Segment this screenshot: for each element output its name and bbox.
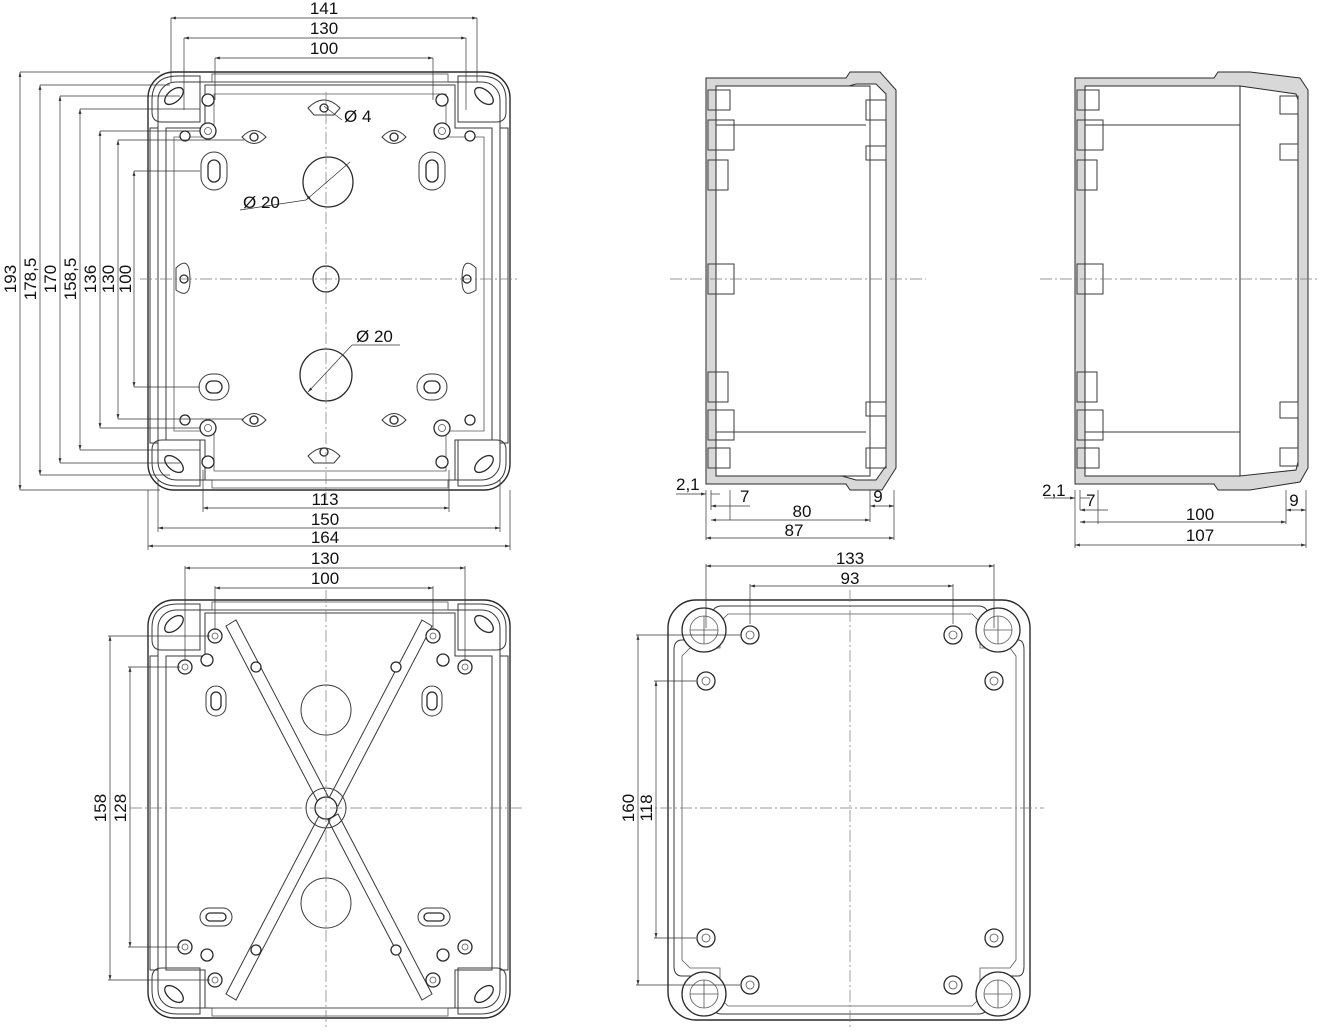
side-b-dim-2: 100 xyxy=(1186,505,1214,524)
front-view: 141 130 100 193 178,5 170 158,5 136 130 xyxy=(1,0,518,550)
side-a-dim-3: 9 xyxy=(873,487,882,506)
lid-outer-outline xyxy=(667,599,1031,1021)
front-width-dims: 141 130 100 xyxy=(170,0,478,110)
side-view-b: 2,1 7 100 9 107 xyxy=(1040,71,1318,548)
front-entry-bottom-label: Ø 20 xyxy=(356,327,393,346)
back-height-dim-0: 158 xyxy=(91,794,110,822)
back-height-dims: 158 128 xyxy=(91,635,210,981)
front-height-dim-4: 136 xyxy=(81,265,100,293)
front-bottom-dim-0: 113 xyxy=(311,490,338,509)
side-b-dim-3: 9 xyxy=(1289,491,1298,510)
back-floor-outline xyxy=(165,612,493,1009)
lid-height-dims: 160 118 xyxy=(619,634,740,986)
back-x-ribs xyxy=(225,619,433,1001)
lid-mount-holes xyxy=(696,625,1004,995)
side-a-dim-1: 7 xyxy=(740,487,749,506)
lid-width-dims: 133 93 xyxy=(705,549,995,628)
lid-view: 133 93 160 118 xyxy=(619,549,1044,1030)
front-height-dim-0: 193 xyxy=(1,265,20,293)
front-bottom-dim-2: 164 xyxy=(311,528,339,547)
side-a-dim-4: 87 xyxy=(785,521,804,540)
lid-corner-screws xyxy=(681,607,1021,1017)
lid-inner-outline xyxy=(673,605,1025,1015)
side-b-dim-1: 7 xyxy=(1086,491,1095,510)
side-b-dims: 2,1 7 100 9 107 xyxy=(1042,481,1307,548)
front-top-strip xyxy=(211,73,449,83)
back-width-dim-0: 130 xyxy=(311,549,339,568)
front-bottom-dims: 113 150 164 xyxy=(147,470,511,550)
front-small-hole-label: Ø 4 xyxy=(344,107,371,126)
side-b-dim-0: 2,1 xyxy=(1042,481,1066,500)
front-slots xyxy=(198,151,448,401)
front-width-dim-2: 100 xyxy=(310,39,338,58)
back-width-dims: 130 100 xyxy=(184,549,466,660)
back-height-dim-1: 128 xyxy=(111,794,130,822)
front-height-dim-1: 178,5 xyxy=(21,258,40,301)
front-height-dims: 193 178,5 170 158,5 136 130 100 xyxy=(1,71,244,491)
side-b-cavity xyxy=(1084,85,1241,477)
front-width-dim-1: 130 xyxy=(310,19,338,38)
front-outer-outline xyxy=(147,71,511,491)
side-a-ribs xyxy=(707,89,887,469)
front-wall-line xyxy=(149,127,159,444)
back-view: 130 100 158 128 xyxy=(91,549,522,1030)
back-outer-outline xyxy=(147,599,511,1019)
front-entry-top xyxy=(302,156,354,208)
front-floor-outline xyxy=(165,84,493,481)
front-wing-points xyxy=(175,99,477,464)
back-width-dim-1: 100 xyxy=(311,569,339,588)
front-height-dim-2: 170 xyxy=(41,265,60,293)
front-height-dim-3: 158,5 xyxy=(61,258,80,301)
lid-height-dim-1: 118 xyxy=(637,794,656,821)
front-height-dim-5: 130 xyxy=(99,265,118,293)
side-view-a: 2,1 7 80 9 87 xyxy=(670,71,926,540)
front-bottom-dim-1: 150 xyxy=(311,510,339,529)
lid-width-dim-1: 93 xyxy=(841,569,860,588)
lid-width-dim-0: 133 xyxy=(836,549,864,568)
back-corner-lugs xyxy=(151,603,507,1015)
lid-height-dim-0: 160 xyxy=(619,794,638,822)
front-wall-line-right xyxy=(499,127,509,444)
side-a-cavity xyxy=(715,85,871,477)
back-holes xyxy=(177,628,473,988)
side-a-dims: 2,1 7 80 9 87 xyxy=(676,475,895,540)
front-height-dim-6: 100 xyxy=(116,265,135,293)
side-b-dim-4: 107 xyxy=(1186,526,1214,545)
front-corner-lugs xyxy=(151,75,507,487)
side-a-dim-0: 2,1 xyxy=(676,475,700,494)
front-entry-top-label: Ø 20 xyxy=(243,193,280,212)
side-a-dim-2: 80 xyxy=(793,502,812,521)
lid-inner-outline-2 xyxy=(681,613,1017,1007)
front-width-dim-0: 141 xyxy=(310,0,338,18)
front-bottom-strip xyxy=(211,479,449,489)
